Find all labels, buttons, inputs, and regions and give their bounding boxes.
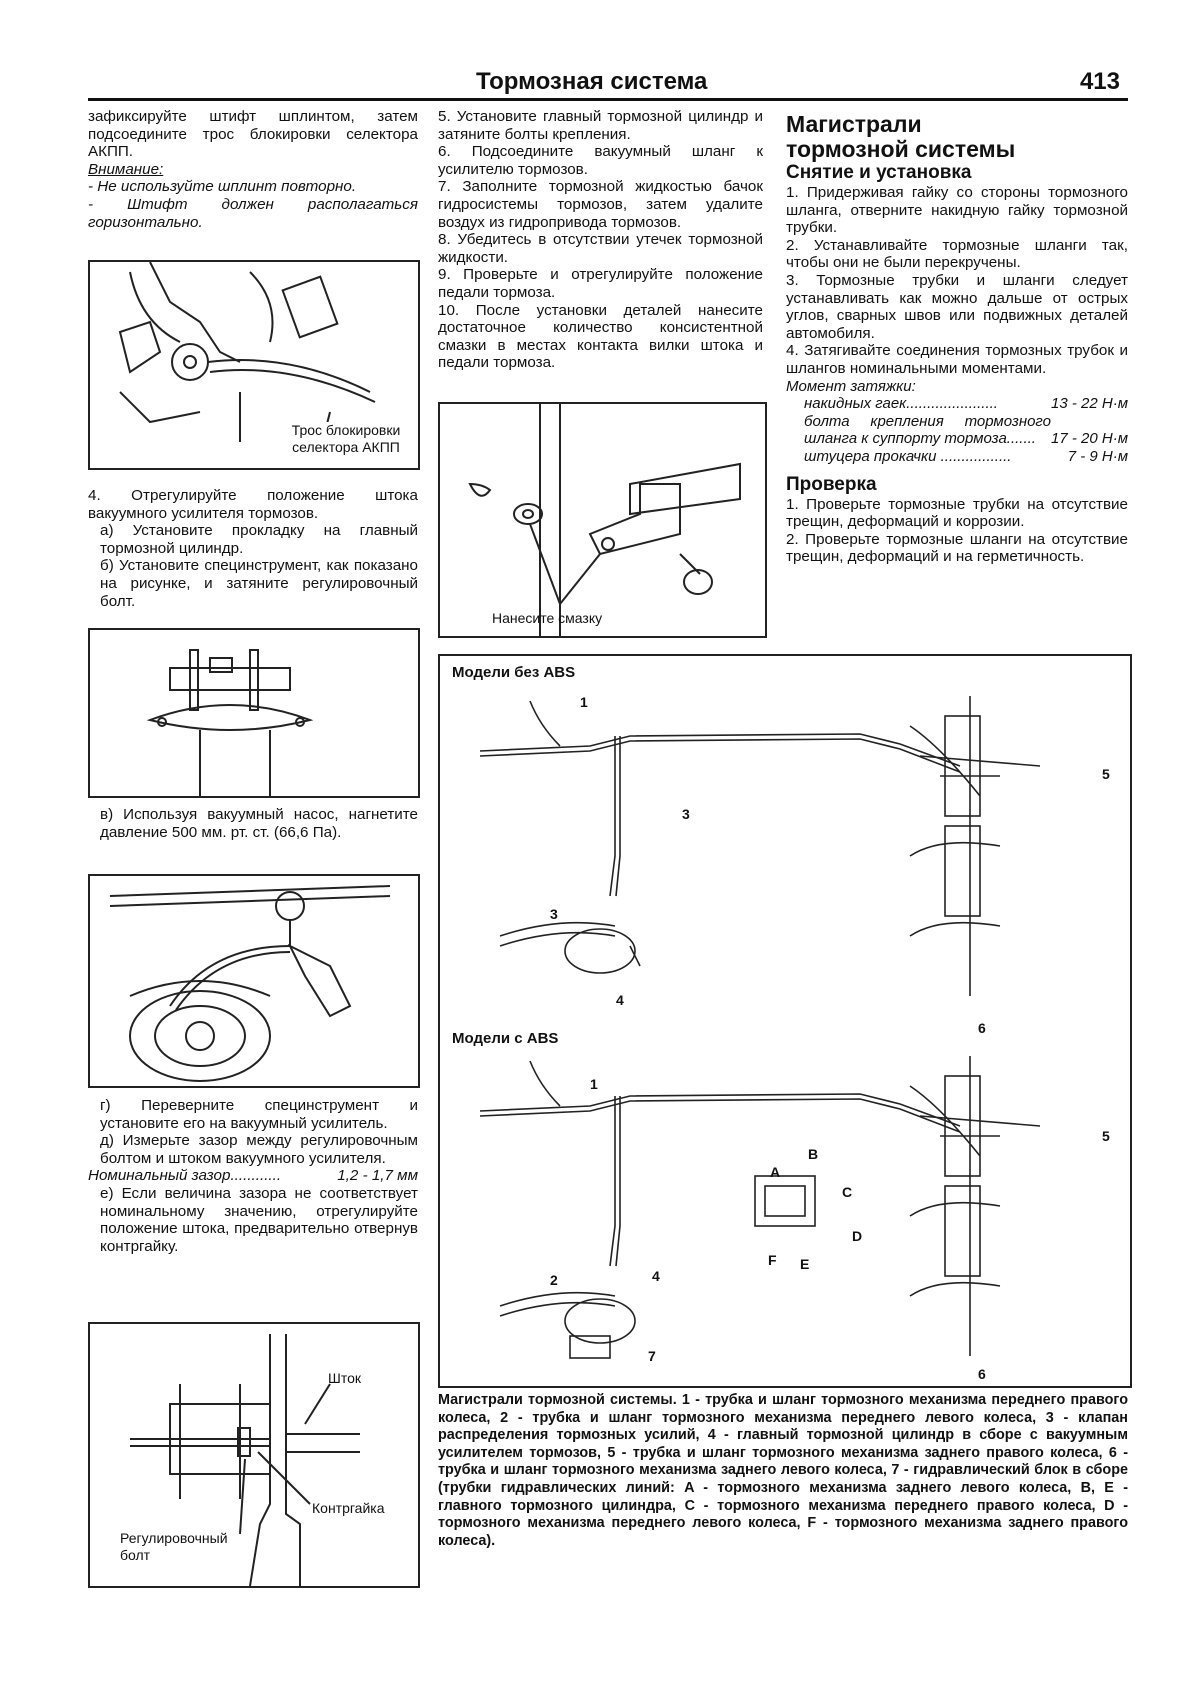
callout-4: 4 bbox=[652, 1268, 660, 1284]
callout-E: E bbox=[800, 1256, 810, 1272]
figure-rod-adjustment: Шток Контргайка Регулировочный болт bbox=[88, 1322, 420, 1588]
nominal-gap: Номинальный зазор............ 1,2 - 1,7 м… bbox=[88, 1167, 418, 1185]
item: 1. Придерживая гайку со стороны тормозно… bbox=[786, 184, 1128, 237]
step: 6. Подсоедините вакуумный шланг к усилит… bbox=[438, 143, 763, 178]
callout-A: A bbox=[770, 1164, 781, 1180]
torque-label: болта крепления тормозного шланга к супп… bbox=[804, 412, 1052, 448]
substep: г) Переверните специнструмент и установи… bbox=[100, 1097, 418, 1132]
item: 3. Тормозные трубки и шланги следует уст… bbox=[786, 271, 1128, 342]
torque-title: Момент затяжки: bbox=[786, 377, 916, 395]
warning-item: - Не используйте шплинт повторно. bbox=[88, 178, 357, 196]
figure-label: Трос блокировки bbox=[291, 422, 401, 438]
step: 4. Отрегулируйте положение штока вакуумн… bbox=[88, 487, 418, 522]
torque-label: накидных гаек...................... bbox=[804, 395, 998, 413]
subheading: Проверка bbox=[786, 473, 877, 495]
diagram-title: Модели без ABS bbox=[452, 664, 576, 681]
step: 9. Проверьте и отрегулируйте положение п… bbox=[438, 266, 763, 301]
figure-label: Регулировочный болт bbox=[120, 1530, 228, 1564]
callout-3: 3 bbox=[682, 806, 690, 822]
figure-label-line: Регулировочный bbox=[120, 1530, 228, 1546]
torque-value: 7 - 9 Н·м bbox=[1067, 447, 1128, 465]
item: 4. Затягивайте соединения тормозных труб… bbox=[786, 342, 1128, 377]
torque-value: 13 - 22 Н·м bbox=[1051, 395, 1128, 413]
figure-vacuum-pump bbox=[88, 874, 420, 1088]
torque-label: штуцера прокачки ................. bbox=[804, 447, 1012, 465]
callout-F: F bbox=[768, 1252, 777, 1268]
paragraph: зафиксируйте штифт шплинтом, затем подсо… bbox=[88, 108, 418, 161]
figure-label: Контргайка bbox=[312, 1500, 385, 1516]
item: 2. Устанавливайте тормозные шланги так, … bbox=[786, 236, 1128, 272]
section-title: Тормозная система bbox=[476, 68, 708, 95]
callout-D: D bbox=[852, 1228, 863, 1244]
figure-grease: Нанесите смазку bbox=[438, 402, 767, 638]
page-header: Тормозная система 413 bbox=[88, 68, 1128, 101]
figure-special-tool bbox=[88, 628, 420, 798]
item: 1. Проверьте тормозные трубки на отсутст… bbox=[786, 495, 1128, 531]
substep: в) Используя вакуумный насос, нагнетите … bbox=[100, 806, 418, 841]
warning-title: Внимание: bbox=[88, 160, 164, 178]
torque-row: штуцера прокачки ................. 7 - 9 … bbox=[786, 448, 1128, 466]
item: 2. Проверьте тормозные шланги на отсутст… bbox=[786, 530, 1128, 566]
col1-top: зафиксируйте штифт шплинтом, затем подсо… bbox=[88, 108, 418, 231]
callout-7: 7 bbox=[648, 1348, 656, 1364]
callout-1: 1 bbox=[580, 694, 588, 710]
figure-caption: Магистрали тормозной системы. 1 - трубка… bbox=[438, 1392, 1128, 1549]
torque-row: болта крепления тормозного шланга к супп… bbox=[786, 413, 1128, 448]
figure-label: Нанесите смазку bbox=[492, 610, 603, 626]
callout-3: 3 bbox=[550, 906, 558, 922]
callout-6: 6 bbox=[978, 1020, 986, 1036]
warning-item: - Штифт должен располагаться горизонталь… bbox=[88, 195, 418, 231]
torque-row: накидных гаек...................... 13 - … bbox=[786, 395, 1128, 413]
callout-5: 5 bbox=[1102, 766, 1110, 782]
section-heading: Магистрали bbox=[786, 111, 922, 137]
step: 8. Убедитесь в отсутствии утечек тормозн… bbox=[438, 231, 763, 266]
substep: д) Измерьте зазор между регулировочным б… bbox=[100, 1132, 418, 1167]
step: 5. Установите главный тормозной цилиндр … bbox=[438, 108, 763, 143]
figure-shift-cable: Трос блокировки селектора АКПП bbox=[88, 260, 420, 470]
substep: б) Установите специнструмент, как показа… bbox=[100, 557, 418, 610]
callout-2: 2 bbox=[550, 1272, 558, 1288]
callout-C: C bbox=[842, 1184, 853, 1200]
nominal-label: Номинальный зазор............ bbox=[88, 1167, 282, 1185]
section-heading: тормозной системы bbox=[786, 136, 1016, 162]
figure-label: селектора АКПП bbox=[292, 439, 400, 455]
figure-label-line: болт bbox=[120, 1547, 151, 1563]
col1-step4g: г) Переверните специнструмент и установи… bbox=[88, 1097, 418, 1255]
torque-value: 17 - 20 Н·м bbox=[1051, 430, 1128, 448]
col3: Магистрали тормозной системы Снятие и ус… bbox=[786, 112, 1128, 566]
callout-6: 6 bbox=[978, 1366, 986, 1382]
col1-step4: 4. Отрегулируйте положение штока вакуумн… bbox=[88, 487, 418, 610]
col2-steps: 5. Установите главный тормозной цилиндр … bbox=[438, 108, 763, 372]
figure-label: Шток bbox=[328, 1370, 361, 1386]
diagram-title: Модели с ABS bbox=[452, 1030, 559, 1047]
callout-5: 5 bbox=[1102, 1128, 1110, 1144]
callout-1: 1 bbox=[590, 1076, 598, 1092]
figure-brake-lines: Модели без ABS Модели с ABS 1 3 3 4 5 6 … bbox=[438, 654, 1132, 1388]
substep: а) Установите прокладку на главный тормо… bbox=[100, 522, 418, 557]
callout-B: B bbox=[808, 1146, 819, 1162]
page-number: 413 bbox=[1079, 68, 1120, 95]
callout-4: 4 bbox=[616, 992, 624, 1008]
step: 10. После установки деталей нанесите дос… bbox=[438, 301, 763, 372]
col1-step4v: в) Используя вакуумный насос, нагнетите … bbox=[88, 806, 418, 841]
torque-spec: Момент затяжки: накидных гаек...........… bbox=[786, 378, 1128, 466]
substep: е) Если величина зазора не соответствует… bbox=[100, 1184, 418, 1255]
nominal-value: 1,2 - 1,7 мм bbox=[337, 1167, 418, 1185]
subheading: Снятие и установка bbox=[786, 162, 972, 183]
step: 7. Заполните тормозной жидкостью бачок г… bbox=[438, 178, 763, 231]
